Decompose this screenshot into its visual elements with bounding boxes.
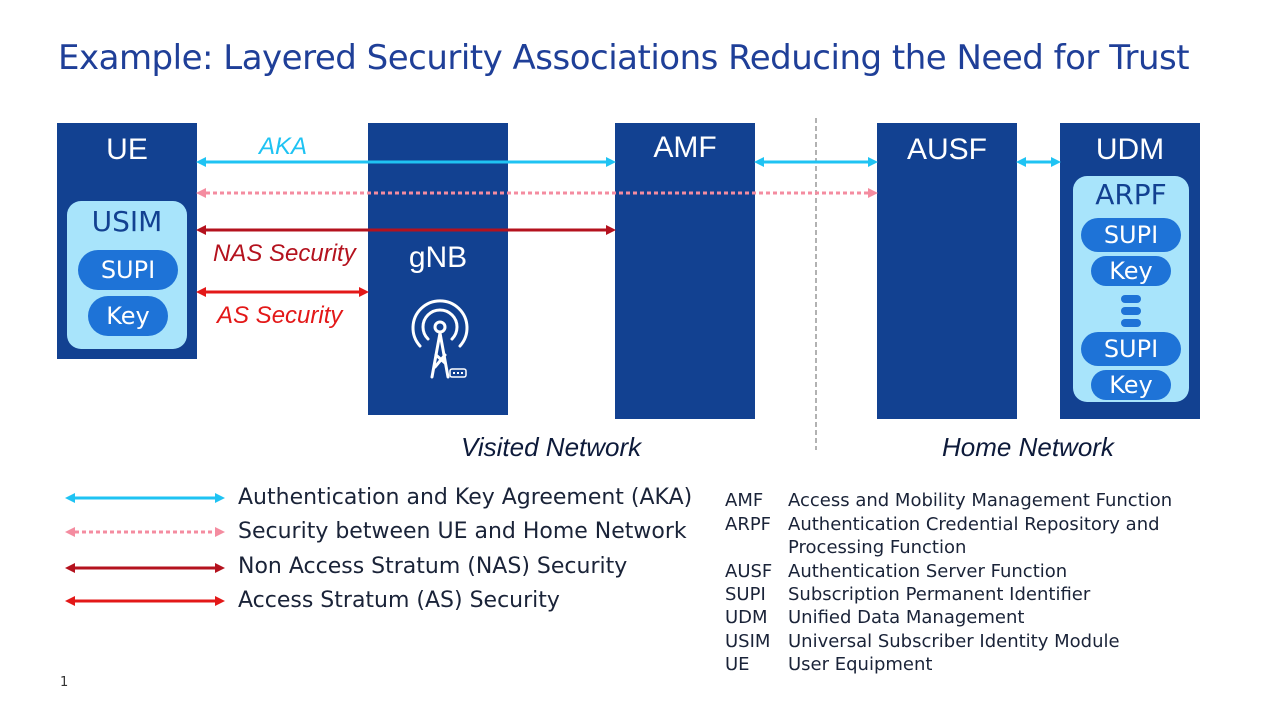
amf-label: AMF bbox=[653, 131, 717, 164]
legend-aka-text: Authentication and Key Agreement (AKA) bbox=[238, 485, 693, 510]
legend-nas-text: Non Access Stratum (NAS) Security bbox=[238, 554, 628, 579]
abbr-key: AUSF bbox=[725, 561, 773, 582]
arpf-supi-pill-1: SUPI bbox=[1081, 218, 1181, 252]
nas-label: NAS Security bbox=[213, 240, 356, 267]
ue-block: UE USIM SUPI Key bbox=[57, 123, 197, 359]
abbr-meaning: Unified Data Management bbox=[788, 607, 1025, 628]
aka-label: AKA bbox=[259, 133, 308, 160]
abbr-key: UE bbox=[725, 654, 750, 675]
abbr-meaning: User Equipment bbox=[788, 654, 933, 675]
antenna-tower-icon bbox=[411, 299, 469, 379]
arpf-panel: ARPF SUPI Key SUPI Key bbox=[1073, 176, 1189, 402]
usim-key-pill: Key bbox=[88, 296, 168, 336]
abbr-key: ARPF bbox=[725, 514, 772, 535]
ellipsis-dot-2 bbox=[1121, 307, 1141, 315]
abbr-meaning: Authentication Credential Repository and… bbox=[788, 514, 1160, 558]
gnb-label: gNB bbox=[408, 241, 468, 274]
udm-block: UDM ARPF SUPI Key SUPI Key bbox=[1060, 123, 1200, 419]
amf-block: AMF bbox=[615, 123, 755, 419]
usim-title: USIM bbox=[91, 205, 163, 238]
arpf-key-pill-2: Key bbox=[1091, 370, 1171, 400]
page-title: Example: Layered Security Associations R… bbox=[58, 38, 1190, 78]
ellipsis-dot-1 bbox=[1121, 295, 1141, 303]
abbr-meaning: Subscription Permanent Identifier bbox=[788, 584, 1091, 605]
ue-label: UE bbox=[106, 133, 148, 166]
abbr-meaning: Authentication Server Function bbox=[788, 561, 1068, 582]
home-network-label: Home Network bbox=[942, 432, 1114, 462]
udm-label: UDM bbox=[1095, 133, 1165, 166]
legend-home-text: Security between UE and Home Network bbox=[238, 519, 687, 544]
abbr-meaning: Universal Subscriber Identity Module bbox=[788, 631, 1120, 652]
page-number: 1 bbox=[60, 675, 69, 690]
ausf-block: AUSF bbox=[877, 123, 1017, 419]
abbr-key: USIM bbox=[725, 631, 771, 652]
gnb-block: gNB bbox=[368, 123, 508, 415]
abbr-key: AMF bbox=[725, 490, 764, 511]
ellipsis-dot-3 bbox=[1121, 319, 1141, 327]
abbr-key: SUPI bbox=[725, 584, 766, 605]
arpf-supi-pill-2: SUPI bbox=[1081, 332, 1181, 366]
abbr-key: UDM bbox=[725, 607, 768, 628]
usim-panel: USIM SUPI Key bbox=[67, 201, 187, 349]
ausf-label: AUSF bbox=[906, 133, 987, 166]
arpf-key-pill-1: Key bbox=[1091, 256, 1171, 286]
usim-supi-pill: SUPI bbox=[78, 250, 178, 290]
as-label: AS Security bbox=[217, 302, 343, 329]
arpf-title: ARPF bbox=[1095, 178, 1167, 211]
visited-network-label: Visited Network bbox=[461, 432, 642, 462]
abbr-meaning: Access and Mobility Management Function bbox=[788, 490, 1173, 511]
legend-as-text: Access Stratum (AS) Security bbox=[238, 588, 560, 613]
